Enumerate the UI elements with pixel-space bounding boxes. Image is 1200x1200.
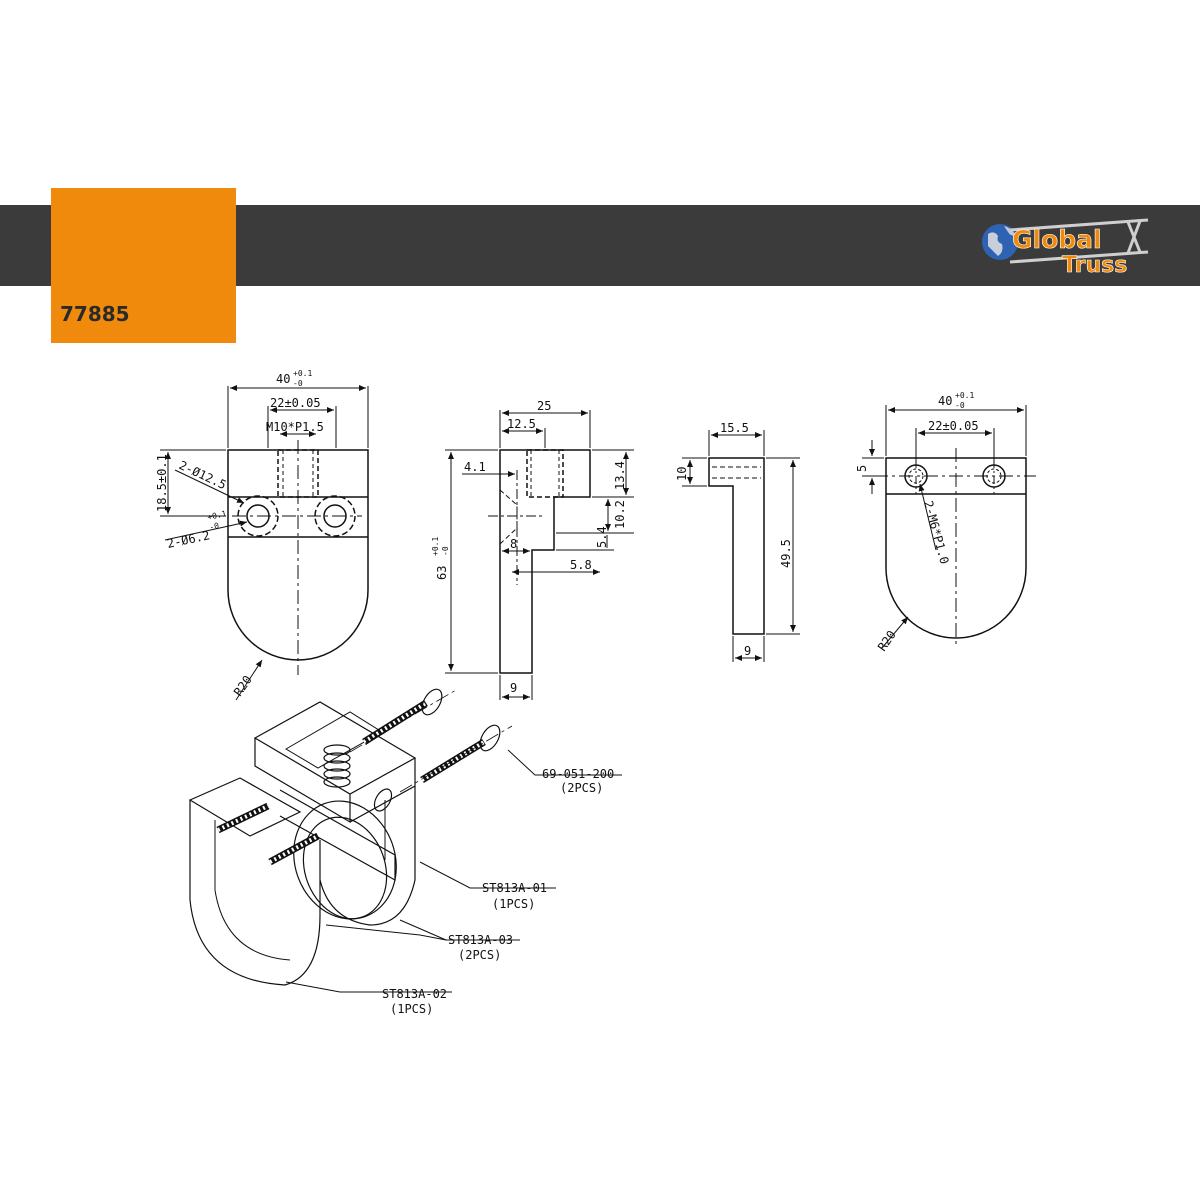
dim-section-thickness: 9 [744,644,751,658]
globe-icon [982,224,1018,260]
side-view-labels: 25 12.5 4.1 13.4 63 +0.1 -0 10.2 5.4 8 5… [431,399,627,695]
part-st813a-03-qty: (2PCS) [458,948,501,962]
rear-view-labels: 40 +0.1 -0 22±0.05 5 2-M6*P1.0 R20 [855,391,979,654]
screw-2 [399,724,513,793]
dim-section-head: 10 [675,467,689,481]
part-69-051-200-qty: (2PCS) [560,781,603,795]
dim-rear-width: 40 [938,394,952,408]
parts-callouts: 69-051-200 (2PCS) ST813A-01 (1PCS) ST813… [382,767,614,1016]
spring [323,744,351,788]
part-st813a-02-code: ST813A-02 [382,987,447,1001]
dim-side-thickness: 9 [510,681,517,695]
dim-front-hole-tol-lower: -0 [209,521,220,532]
part-69-051-200-code: 69-051-200 [542,767,614,781]
dim-front-hole: 2-Ø6.2 [166,528,211,551]
front-view-labels: 40 +0.1 -0 22±0.05 M10*P1.5 18.5±0.1 2-Ø… [155,369,324,699]
screw-1 [349,688,457,753]
logo-word-truss: Truss [1062,253,1127,276]
dim-side-offset: 4.1 [464,460,486,474]
dim-front-width: 40 [276,372,290,386]
product-tag [51,188,236,343]
dim-rear-hole-spacing: 22±0.05 [928,419,979,433]
rear-view [862,405,1036,649]
dim-section-width: 15.5 [720,421,749,435]
dim-side-step2: 5.4 [595,526,609,548]
screw-3 [216,802,270,834]
dim-side-height-tol-upper: +0.1 [431,537,440,556]
dim-side-step-width: 8 [510,537,517,551]
dim-rear-thread: 2-M6*P1.0 [921,499,951,565]
dim-front-thread: M10*P1.5 [266,420,324,434]
dim-front-hole-tol-upper: +0.1 [207,509,228,522]
dim-side-half-width: 12.5 [507,417,536,431]
logo-word-global: Global [1012,225,1102,254]
dim-side-height: 63 [435,566,449,580]
product-number: 77885 [60,302,130,326]
dim-front-width-tol-upper: +0.1 [293,369,312,378]
global-truss-logo: Global Truss [982,218,1149,276]
dim-front-hole-spacing: 22±0.05 [270,396,321,410]
dim-side-width: 25 [537,399,551,413]
part-st813a-01-qty: (1PCS) [492,897,535,911]
section-view [682,430,800,662]
front-view [160,385,369,701]
part-st813a-01-code: ST813A-01 [482,881,547,895]
dim-rear-width-tol-lower: -0 [955,401,965,410]
part-st813a-03-code: ST813A-03 [448,933,513,947]
part-st813a-02-qty: (1PCS) [390,1002,433,1016]
dim-side-step1: 10.2 [613,500,627,529]
dim-rear-slot: 5 [855,465,869,472]
exploded-assembly [188,688,622,993]
dim-rear-width-tol-upper: +0.1 [955,391,974,400]
truss-graphic [1009,218,1149,264]
dim-front-height: 18.5±0.1 [155,454,169,512]
side-view [445,410,634,700]
dim-side-lip: 5.8 [570,558,592,572]
dim-side-height-tol-lower: -0 [441,546,450,556]
dim-side-top-height: 13.4 [613,461,627,490]
dim-front-width-tol-lower: -0 [293,379,303,388]
section-view-labels: 15.5 10 49.5 9 [675,421,793,658]
screw-4 [268,788,393,866]
dim-section-length: 49.5 [779,539,793,568]
